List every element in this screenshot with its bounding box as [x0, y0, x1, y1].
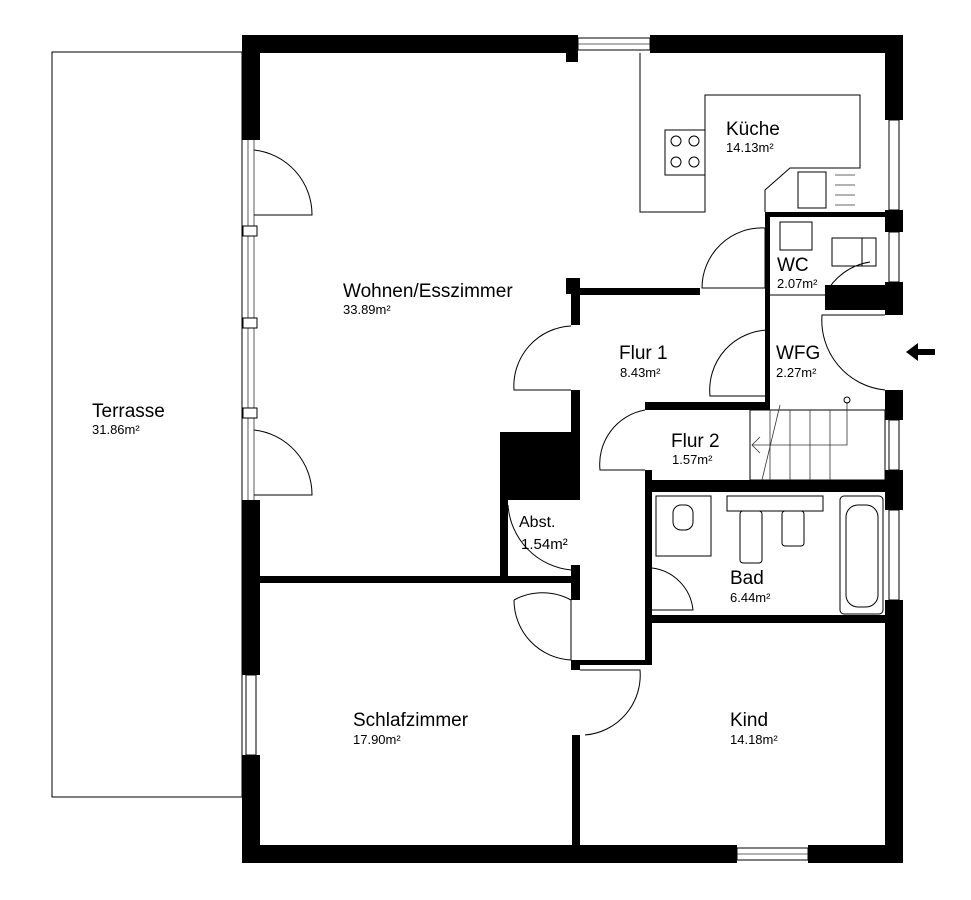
room-name-wc: WC: [777, 255, 809, 276]
entrance-arrow-icon: [906, 343, 935, 361]
room-name-terrasse: Terrasse: [92, 401, 165, 422]
room-area-kueche: 14.13m²: [726, 140, 774, 155]
room-area-wfg: 2.27m²: [776, 365, 817, 380]
walls: [242, 35, 903, 863]
room-area-schlafzimmer: 17.90m²: [353, 732, 401, 747]
windows: [242, 37, 900, 861]
room-name-flur2: Flur 2: [671, 431, 720, 452]
room-name-abst: Abst.: [519, 514, 555, 531]
room-name-wfg: WFG: [776, 343, 820, 364]
kitchen-fixtures: [639, 53, 861, 213]
doors: [253, 149, 886, 736]
room-area-wohnen: 33.89m²: [343, 302, 391, 317]
room-name-kind: Kind: [730, 710, 768, 731]
room-labels: Terrasse 31.86m² Wohnen/Esszimmer 33.89m…: [92, 119, 820, 747]
room-name-kueche: Küche: [726, 119, 780, 140]
room-name-flur1: Flur 1: [619, 343, 668, 364]
terrace-outline: [51, 51, 243, 798]
room-area-wc: 2.07m²: [777, 276, 818, 291]
bathroom-fixtures: [655, 221, 884, 615]
room-area-abst: 1.54m²: [521, 536, 568, 553]
room-name-wohnen: Wohnen/Esszimmer: [343, 281, 513, 302]
room-area-kind: 14.18m²: [730, 732, 778, 747]
room-area-flur1: 8.43m²: [620, 365, 661, 380]
staircase: [749, 396, 886, 481]
room-area-terrasse: 31.86m²: [92, 422, 140, 437]
room-area-bad: 6.44m²: [730, 590, 771, 605]
room-area-flur2: 1.57m²: [672, 452, 713, 467]
room-name-bad: Bad: [730, 568, 764, 589]
room-name-schlafzimmer: Schlafzimmer: [353, 710, 469, 731]
